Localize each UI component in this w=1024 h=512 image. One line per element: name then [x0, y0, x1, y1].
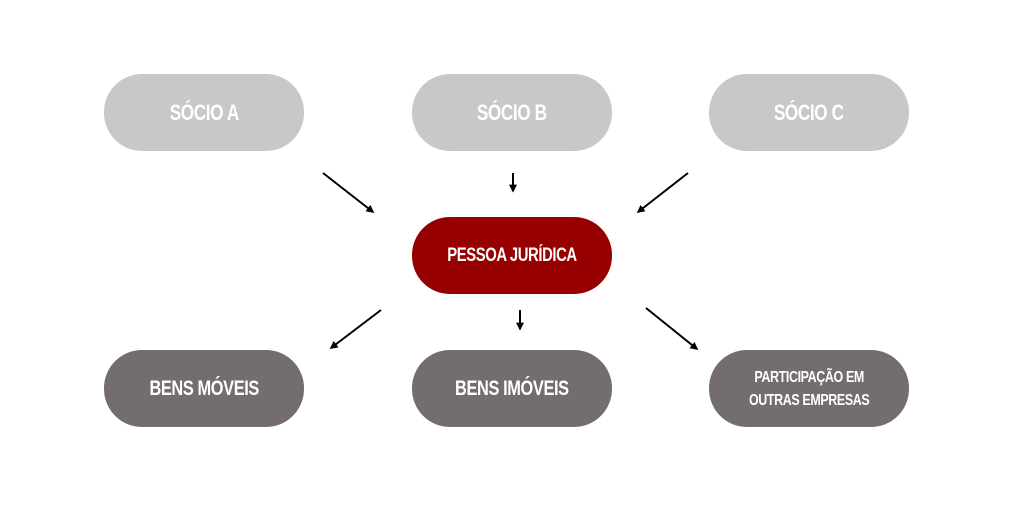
node-socio-c: SÓCIO C: [709, 74, 909, 151]
arrow-socio-a-to-pj: [322, 172, 375, 213]
node-label: PESSOA JURÍDICA: [447, 244, 577, 266]
node-socio-a: SÓCIO A: [104, 74, 304, 151]
node-label: SÓCIO A: [169, 99, 239, 125]
arrow-pj-to-bens-moveis: [329, 309, 382, 349]
node-label: BENS MÓVEIS: [149, 376, 259, 400]
arrow-socio-c-to-pj: [636, 172, 689, 213]
node-socio-b: SÓCIO B: [412, 74, 612, 151]
arrow-pj-to-participacao: [645, 307, 699, 351]
node-bens-imoveis: BENS IMÓVEIS: [412, 350, 612, 427]
node-bens-moveis: BENS MÓVEIS: [104, 350, 304, 427]
node-pessoa-juridica: PESSOA JURÍDICA: [412, 217, 612, 294]
node-label: PARTICIPAÇÃO EM OUTRAS EMPRESAS: [748, 368, 870, 409]
node-label: BENS IMÓVEIS: [455, 376, 569, 400]
node-label: SÓCIO B: [477, 99, 547, 125]
node-label: SÓCIO C: [774, 99, 844, 125]
node-participacao: PARTICIPAÇÃO EM OUTRAS EMPRESAS: [709, 350, 909, 427]
